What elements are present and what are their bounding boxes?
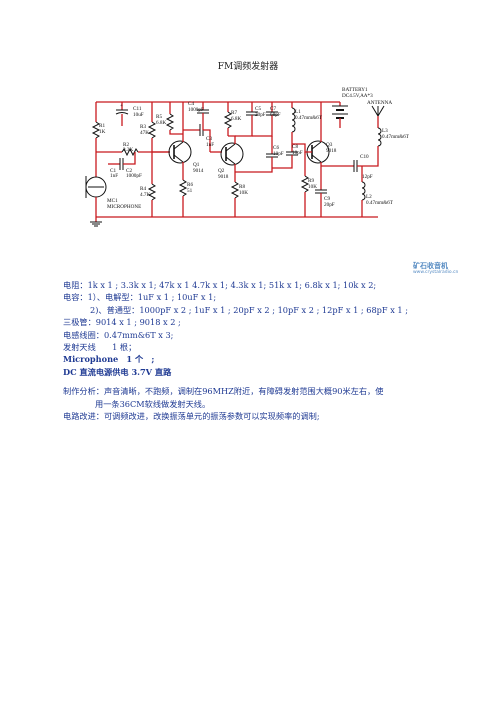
label-r1-value: 1K: [99, 129, 106, 135]
label-battery-value: DC4.5V,AA*3: [342, 93, 373, 99]
label-r2-value: 3.3K: [123, 147, 133, 153]
label-r7-value: 6.8K: [231, 116, 241, 122]
label-c5: C5: [255, 106, 261, 112]
label-l3: L3: [382, 128, 388, 134]
label-c2: C2: [126, 168, 132, 174]
parts-list: 电阻：1k x 1 ; 3.3k x 1; 47k x 1 4.7k x 1; …: [63, 279, 483, 422]
parts-transistors: 三极管：9014 x 1 ; 9018 x 2 ;: [63, 317, 181, 328]
label-r3-value: 47K: [140, 130, 149, 136]
label-c4: C4: [188, 101, 194, 107]
label-r8-value: 10K: [239, 190, 248, 196]
label-c11: C11: [133, 106, 142, 112]
label-c6-value: 10pF: [273, 151, 284, 157]
label-c1: C1: [110, 168, 116, 174]
label-c10-value: 12pF: [362, 174, 373, 180]
analysis-line-2: 用一条36CM软线做发射天线。: [95, 398, 211, 409]
label-antenna: ANTENNA: [367, 100, 392, 106]
label-r9: R9: [308, 178, 314, 184]
label-r2: R2: [123, 142, 129, 148]
label-c11-value: 10uF: [133, 112, 144, 118]
watermark-logo: 矿石收音机: [413, 262, 448, 270]
label-q2-value: 9018: [218, 174, 229, 180]
label-l2: L2: [366, 194, 372, 200]
parts-resistors: 电阻：1k x 1 ; 3.3k x 1; 47k x 1 4.7k x 1; …: [63, 280, 377, 290]
label-q2: Q2: [218, 168, 225, 174]
label-r5-value: 6.8K: [156, 120, 166, 126]
q2-transistor: [220, 142, 244, 166]
label-c7: C7: [270, 106, 276, 112]
analysis-paragraph: 制作分析：声音清晰，不跑频，调制在96MHZ附近，有障碍发射范围大概90米左右，…: [63, 385, 483, 410]
parts-antenna: 发射天线 1 根；: [63, 342, 137, 353]
label-mc1-value: MICROPHONE: [107, 204, 141, 210]
label-c3: C3: [206, 136, 212, 142]
label-r6: R6: [187, 182, 193, 188]
label-q3-value: 9018: [326, 148, 337, 154]
label-l1: L1: [295, 109, 301, 115]
label-c7-value: 68pF: [270, 112, 281, 118]
label-c10: C10: [360, 154, 369, 160]
parts-power: DC 直流电源供电 3.7V 直路: [63, 366, 172, 377]
parts-microphone: Microphone 1 个 ;: [63, 354, 155, 365]
parts-capacitors-normal: 2)、普通型：1000pF x 2 ; 1uF x 1 ; 20pF x 2 ;…: [90, 304, 408, 315]
label-mc1: MC1: [107, 198, 118, 204]
label-c9: C9: [324, 196, 330, 202]
label-c6: C6: [273, 145, 279, 151]
label-r8: R8: [239, 184, 245, 190]
label-c5-value: 20pF: [255, 112, 266, 118]
label-r3: R3: [140, 124, 146, 130]
label-r9-value: 10K: [308, 184, 317, 190]
q1-transistor: [168, 140, 192, 164]
label-c8-value: 10pF: [292, 150, 303, 156]
document-title: FM调频发射器: [217, 62, 279, 72]
parts-inductors: 电感线圈：0.47mm&6T x 3;: [63, 329, 174, 340]
label-c2-value: 1000pF: [126, 173, 142, 179]
watermark-url: www.crystalradio.cn: [413, 270, 459, 275]
label-l2-value: 0.47mm&6T: [366, 200, 394, 206]
label-l1-value: 0.47mm&6T: [295, 115, 323, 121]
label-q3: Q3: [326, 142, 333, 148]
label-r4-value: 4.7K: [140, 192, 150, 198]
parts-capacitors: 电容：1）、电解型：1uF x 1 ; 10uF x 1;: [63, 292, 217, 303]
label-c4-value: 1000pF: [188, 107, 204, 113]
label-q1-value: 9014: [193, 168, 204, 174]
label-r5: R5: [156, 114, 162, 120]
label-c8: C8: [292, 144, 298, 150]
label-r6-value: 51: [187, 188, 193, 194]
label-c9-value: 20pF: [324, 202, 335, 208]
svg-text:+: +: [120, 103, 123, 109]
improvement-paragraph: 电路改进：可调频改进，改换振荡单元的振荡参数可以实现频率的调制;: [63, 411, 320, 422]
label-l3-value: 0.47mm&6T: [382, 134, 410, 140]
analysis-line-1: 制作分析：声音清晰，不跑频，调制在96MHZ附近，有障碍发射范围大概90米左右，…: [63, 386, 384, 397]
label-battery: BATTERY1: [342, 87, 368, 93]
label-r1: R1: [99, 123, 105, 129]
label-r4: R4: [140, 186, 146, 192]
label-r7: R7: [231, 110, 237, 116]
label-c1-value: 1nF: [110, 173, 118, 179]
label-q1: Q1: [193, 162, 200, 168]
label-c3-value: 1nF: [206, 142, 214, 148]
circuit-schematic: +: [85, 87, 410, 227]
